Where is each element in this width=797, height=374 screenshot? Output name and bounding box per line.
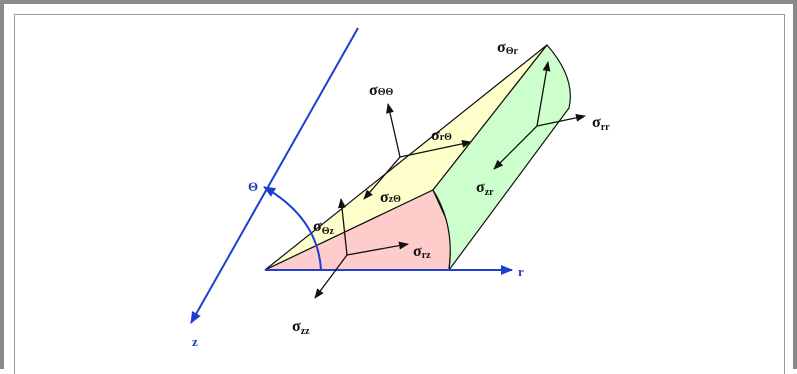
frame-top-border (0, 0, 797, 4)
stress-arrow-r-theta (399, 139, 472, 158)
stress-arrow-theta-r (536, 61, 551, 127)
stress-arrow-theta-theta (386, 103, 401, 158)
label-sigma-zz: σzz (292, 318, 310, 337)
z-axis-line (190, 27, 359, 324)
stress-arrow-z-theta (363, 156, 401, 200)
green-face (432, 44, 571, 271)
stress-arrow-rr (536, 113, 586, 127)
label-sigma-theta-r: σΘr (497, 39, 518, 57)
inner-border (14, 14, 785, 374)
label-sigma-z-theta: σzΘ (380, 189, 401, 206)
label-sigma-r-theta: σrΘ (431, 127, 452, 144)
stress-arrow-theta-z (337, 198, 348, 256)
label-sigma-rr: σrr (592, 114, 610, 133)
stress-arrow-zr (493, 125, 538, 170)
frame-left-border (0, 0, 4, 369)
frame-right-border (793, 0, 797, 369)
z-axis-label: z (192, 334, 198, 349)
label-sigma-rz: σrz (413, 243, 431, 261)
stress-arrow-zz (314, 254, 348, 299)
theta-arc (263, 186, 322, 271)
r-axis-label: r (518, 264, 524, 279)
label-sigma-zr: σzr (476, 179, 494, 198)
label-sigma-theta-z: σΘz (313, 218, 334, 237)
label-sigma-theta-theta: σΘΘ (369, 82, 393, 99)
theta-axis-label: Θ (248, 179, 258, 194)
stress-arrow-rz (346, 241, 409, 256)
